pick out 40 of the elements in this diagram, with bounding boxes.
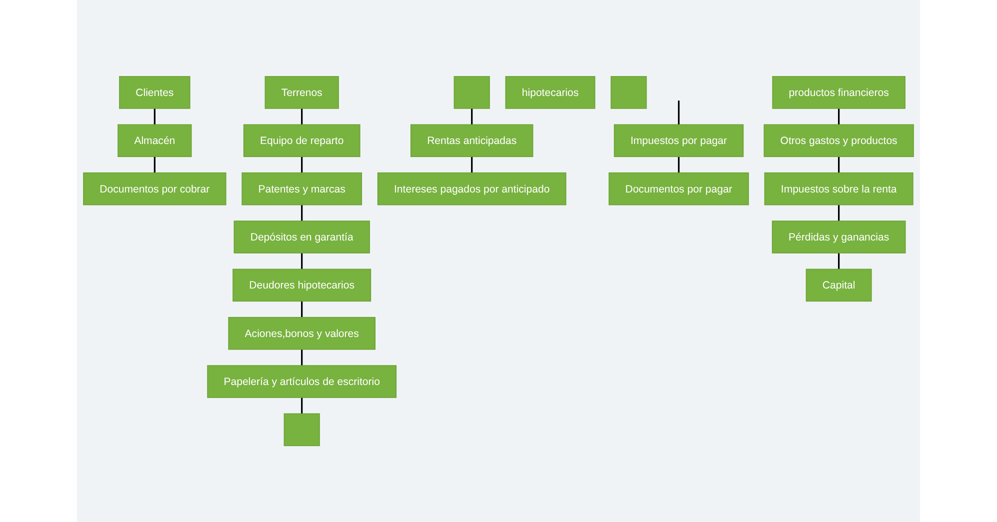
connector bbox=[154, 156, 156, 173]
node-box: hipotecarios bbox=[505, 76, 596, 109]
node-box: Papelería y artículos de escritorio bbox=[207, 365, 397, 398]
connector bbox=[838, 108, 840, 125]
node-box: Aciones,bonos y valores bbox=[228, 316, 376, 350]
connector bbox=[838, 252, 840, 270]
connector bbox=[678, 156, 680, 173]
node-box bbox=[454, 76, 490, 109]
connector bbox=[301, 204, 303, 221]
node-box: Patentes y marcas bbox=[242, 172, 362, 206]
connector bbox=[301, 156, 303, 173]
node-box: Rentas anticipadas bbox=[410, 124, 534, 157]
connector bbox=[838, 156, 840, 173]
node-box: Impuestos sobre la renta bbox=[764, 172, 914, 206]
connector bbox=[471, 108, 473, 125]
connector bbox=[838, 204, 840, 221]
connector bbox=[301, 108, 303, 125]
node-box: Equipo de reparto bbox=[243, 124, 360, 157]
connector bbox=[154, 108, 156, 125]
node-box: Clientes bbox=[119, 76, 190, 109]
node-box bbox=[284, 413, 320, 446]
connector bbox=[678, 100, 680, 125]
connector bbox=[301, 349, 303, 366]
node-box: Almacén bbox=[118, 124, 192, 157]
node-box: Otros gastos y productos bbox=[764, 124, 914, 157]
node-box: productos financieros bbox=[772, 76, 906, 109]
node-box: Pérdidas y ganancias bbox=[772, 220, 906, 254]
connector bbox=[301, 252, 303, 270]
connector bbox=[301, 301, 303, 318]
node-box: Intereses pagados por anticipado bbox=[377, 172, 566, 206]
node-box: Deudores hipotecarios bbox=[232, 268, 372, 302]
node-box: Documentos por pagar bbox=[608, 172, 749, 206]
connector bbox=[471, 156, 473, 173]
node-box bbox=[610, 76, 647, 109]
node-box: Impuestos por pagar bbox=[614, 124, 744, 157]
connector bbox=[301, 397, 303, 414]
node-box: Terrenos bbox=[264, 76, 339, 109]
node-box: Depósitos en garantía bbox=[234, 220, 370, 254]
node-box: Documentos por cobrar bbox=[83, 172, 226, 206]
node-box: Capital bbox=[806, 268, 872, 302]
